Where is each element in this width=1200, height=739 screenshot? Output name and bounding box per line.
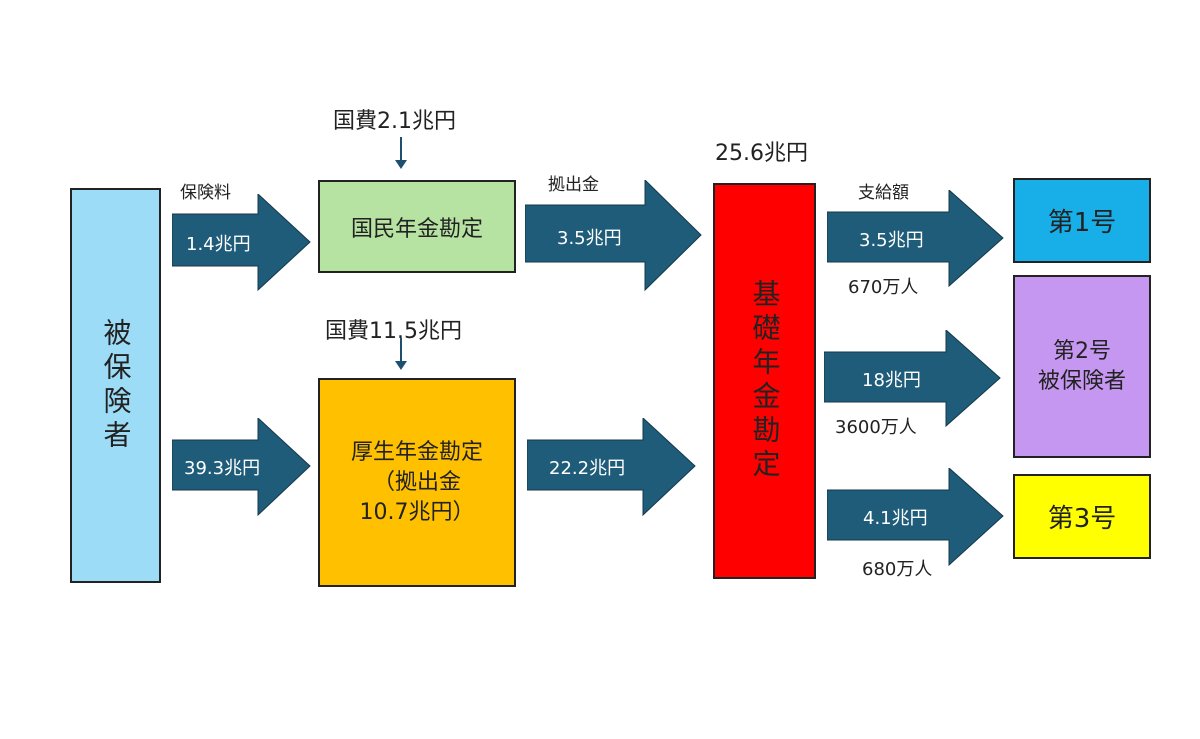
contribution-employee-amount: 22.2兆円 [549,458,626,479]
national-account-box: 国民年金勘定 [318,180,516,273]
payment-2-amount: 18兆円 [862,370,921,391]
insured-box: 被保険者 [70,188,161,583]
contribution-caption: 拠出金 [548,175,599,195]
premium-employee-amount: 39.3兆円 [184,458,261,479]
employee-account-amount: 10.7兆円） [359,499,475,525]
category-1-box: 第1号 [1013,178,1151,263]
national-subsidy: 国費2.1兆円 [333,109,456,134]
arrow-down-icon [395,137,407,169]
payment-arrow-1: 3.5兆円 [827,190,1005,287]
payment-arrow-3: 4.1兆円 [827,468,1005,566]
category-2-box: 第2号 被保険者 [1013,275,1151,458]
arrow-down-icon [395,338,407,370]
employee-account-label: 厚生年金勘定 [350,439,483,465]
payment-2-people: 3600万人 [835,417,917,438]
employee-account-box: 厚生年金勘定 （拠出金 10.7兆円） [318,378,516,587]
contribution-arrow-employee: 22.2兆円 [527,418,697,516]
payment-arrow-2: 18兆円 [824,330,1002,427]
contribution-national-amount: 3.5兆円 [557,228,622,249]
employee-account-sub: （拠出金 [372,469,461,495]
payment-1-people: 670万人 [848,277,919,298]
premium-national-amount: 1.4兆円 [186,234,251,255]
premium-caption: 保険料 [180,183,231,203]
basic-account-box: 基礎年金勘定 [713,183,816,579]
payment-caption: 支給額 [858,183,909,203]
category-2-sub: 被保険者 [1037,368,1126,394]
basic-total: 25.6兆円 [715,141,808,166]
payment-1-amount: 3.5兆円 [859,230,924,251]
employee-subsidy: 国費11.5兆円 [325,319,462,344]
payment-3-people: 680万人 [862,559,933,580]
contribution-arrow-national: 3.5兆円 [525,180,703,292]
premium-arrow-national: 1.4兆円 [172,194,312,291]
payment-3-amount: 4.1兆円 [863,508,928,529]
premium-arrow-employee: 39.3兆円 [172,418,312,516]
category-3-box: 第3号 [1013,474,1151,559]
category-2-label: 第2号 [1053,338,1111,364]
